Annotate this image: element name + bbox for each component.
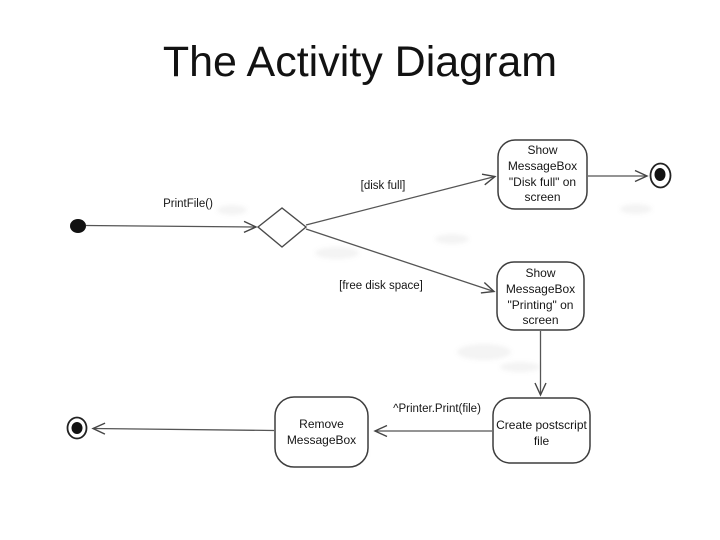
edge-label-printfile: PrintFile() bbox=[163, 198, 213, 210]
edge-start-to-decision bbox=[85, 220, 258, 234]
activity-show-printing bbox=[496, 261, 585, 331]
decision-diamond bbox=[256, 207, 308, 248]
activity-remove-messagebox-label: Remove bbox=[299, 417, 344, 431]
edge-disk-full bbox=[305, 173, 497, 226]
activity-show-disk-full-label: screen bbox=[524, 190, 560, 204]
activity-show-printing-label: Show bbox=[525, 266, 555, 280]
slide-title: The Activity Diagram bbox=[162, 38, 558, 86]
activity-create-postscript bbox=[492, 397, 591, 464]
activity-show-printing-label: MessageBox bbox=[506, 282, 575, 296]
activity-show-disk-full-label: MessageBox bbox=[508, 159, 577, 173]
final-node-bottom-dot bbox=[71, 422, 83, 434]
activity-show-printing-label: screen bbox=[522, 313, 558, 327]
activity-show-printing-label: "Printing" on bbox=[508, 298, 574, 312]
edge-label-free-disk-space: [free disk space] bbox=[339, 280, 423, 292]
activity-create-postscript-label: file bbox=[534, 434, 550, 448]
activity-remove-messagebox bbox=[274, 396, 369, 468]
start-node bbox=[70, 219, 86, 233]
edge-remove-to-final bbox=[91, 422, 275, 435]
activity-show-disk-full-label: "Disk full" on bbox=[509, 175, 576, 189]
activity-show-disk-full-label: Show bbox=[527, 143, 557, 157]
edge-label-printer-print: ^Printer.Print(file) bbox=[393, 403, 481, 415]
edge-free-disk-space bbox=[305, 228, 496, 294]
activity-create-postscript-label: Create postscript bbox=[496, 418, 587, 432]
final-node-top-dot bbox=[654, 168, 666, 181]
activity-show-disk-full bbox=[497, 139, 588, 210]
edge-label-disk-full: [disk full] bbox=[361, 180, 406, 192]
activity-remove-messagebox-label: MessageBox bbox=[287, 433, 356, 447]
